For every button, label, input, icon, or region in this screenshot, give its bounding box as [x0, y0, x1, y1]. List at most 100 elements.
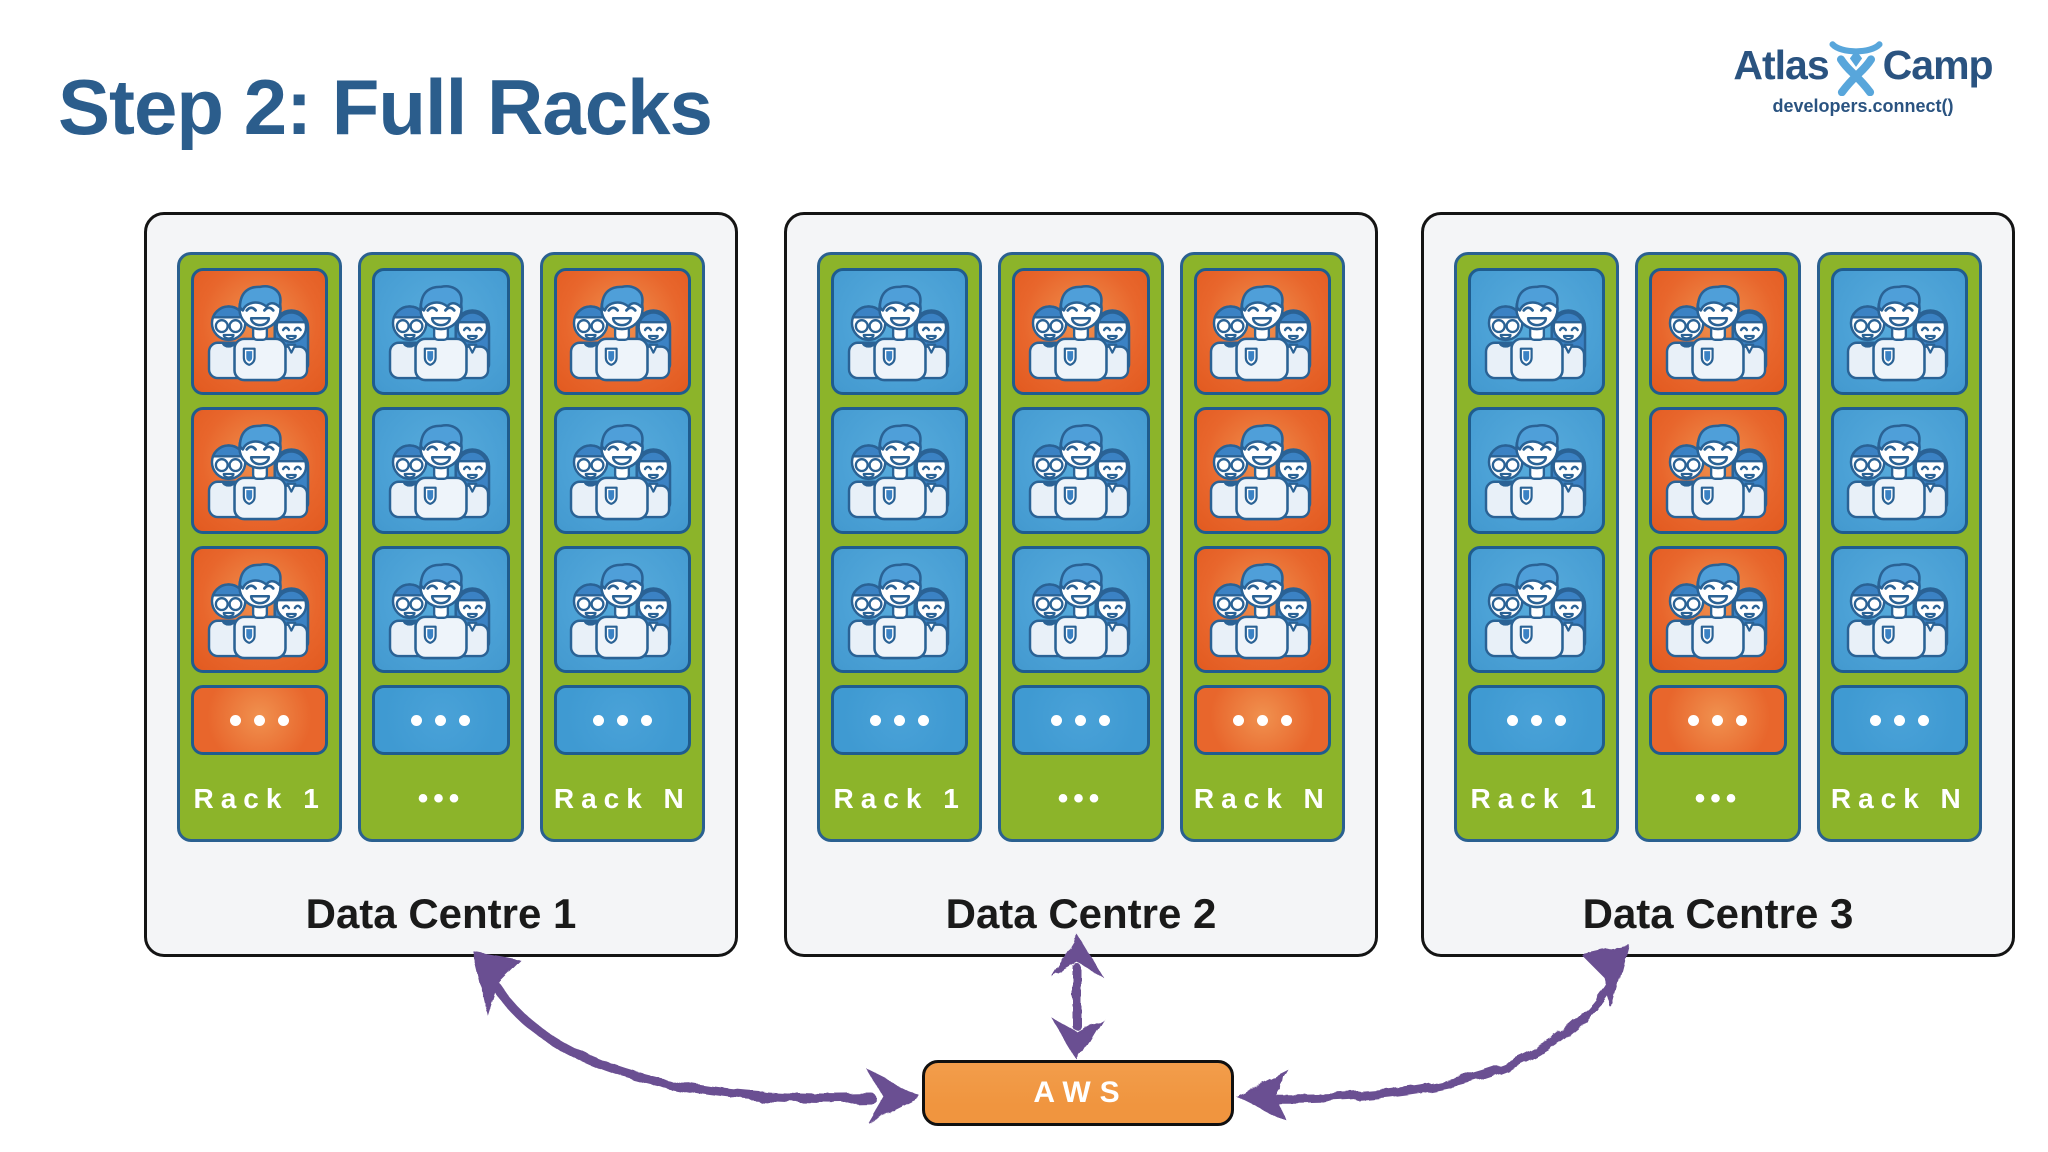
more-servers-cell [191, 685, 329, 755]
ellipsis-dots [230, 714, 242, 726]
arrowhead-up-left [472, 950, 521, 1016]
more-servers-cell [831, 685, 969, 755]
team-cell-orange [1193, 268, 1331, 395]
rack-1: Rack 1 [1454, 252, 1620, 842]
team-cell-blue [1830, 407, 1968, 534]
ellipsis-dots [640, 714, 652, 726]
three-person-team-icon [847, 423, 950, 520]
more-servers-cell [553, 685, 691, 755]
three-person-team-icon [1209, 284, 1312, 381]
ellipsis-dots [616, 714, 628, 726]
rack-label: ••• [1057, 782, 1105, 815]
rack-row: Rack 1 ••• Rack N [1454, 252, 1982, 842]
three-person-team-icon [1028, 562, 1131, 659]
three-person-team-icon [1028, 284, 1131, 381]
rack-2: ••• [998, 252, 1164, 842]
rack-row: Rack 1 ••• Rack N [177, 252, 705, 842]
team-cell-blue [1468, 546, 1606, 673]
ellipsis-dots [1099, 714, 1111, 726]
team-cell-blue [1012, 546, 1150, 673]
team-cell-orange [1649, 407, 1787, 534]
ellipsis-dots [1075, 714, 1087, 726]
rack-label: ••• [417, 782, 465, 815]
ellipsis-dots [435, 714, 447, 726]
ellipsis-dots [1507, 714, 1519, 726]
rack-label: Rack 1 [1470, 783, 1603, 814]
team-cell-blue [831, 546, 969, 673]
arrow-dc3-aws [1261, 977, 1617, 1103]
more-servers-cell [1012, 685, 1150, 755]
rack-label: ••• [1694, 782, 1742, 815]
ellipsis-dots [870, 714, 882, 726]
three-person-team-icon [569, 423, 672, 520]
ellipsis-dots [1712, 714, 1724, 726]
arrow-dc1-aws [491, 981, 877, 1104]
three-person-team-icon [1209, 423, 1312, 520]
logo-text-atlas: Atlas [1733, 41, 1829, 88]
three-person-team-icon [847, 284, 950, 381]
team-cell-orange [191, 268, 329, 395]
team-cell-blue [831, 268, 969, 395]
team-cell-orange [1649, 546, 1787, 673]
atlascamp-logo: Atlas Camp developers.connect() [1723, 34, 2003, 117]
ellipsis-dots [278, 714, 290, 726]
rack-row: Rack 1 ••• Rack N [817, 252, 1345, 842]
team-cell-blue [372, 546, 510, 673]
more-servers-cell [1193, 685, 1331, 755]
more-servers-cell [1830, 685, 1968, 755]
rack-3: Rack N [1816, 252, 1982, 842]
rack-label: Rack 1 [193, 783, 326, 814]
three-person-team-icon [1846, 423, 1949, 520]
data-centre-2: Rack 1 ••• Rack N Data Centre 2 [784, 212, 1378, 957]
ellipsis-dots [411, 714, 423, 726]
page-title: Step 2: Full Racks [58, 63, 713, 151]
more-servers-cell [1649, 685, 1787, 755]
three-person-team-icon [569, 284, 672, 381]
ellipsis-dots [1736, 714, 1748, 726]
three-person-team-icon [207, 423, 310, 520]
ellipsis-dots [459, 714, 471, 726]
rack-2: ••• [358, 252, 524, 842]
ellipsis-dots [254, 714, 266, 726]
rack-2: ••• [1635, 252, 1801, 842]
three-person-team-icon [1028, 423, 1131, 520]
data-centre-label: Data Centre 2 [945, 890, 1217, 937]
three-person-team-icon [569, 562, 672, 659]
data-centre-1: Rack 1 ••• Rack N Data Centre 1 [144, 212, 738, 957]
three-person-team-icon [1665, 562, 1768, 659]
aws-box: AWS [922, 1060, 1234, 1126]
ellipsis-dots [1051, 714, 1063, 726]
data-centre-label: Data Centre 1 [305, 890, 577, 937]
rack-label: Rack 1 [833, 783, 966, 814]
ellipsis-dots [592, 714, 604, 726]
aws-label: AWS [1033, 1076, 1129, 1109]
rack-3: Rack N [1179, 252, 1345, 842]
team-cell-blue [553, 546, 691, 673]
team-cell-orange [191, 407, 329, 534]
rack-3: Rack N [539, 252, 705, 842]
team-cell-blue [1012, 407, 1150, 534]
rack-label: Rack N [1193, 783, 1331, 814]
ellipsis-dots [1688, 714, 1700, 726]
team-cell-orange [1012, 268, 1150, 395]
rack-1: Rack 1 [177, 252, 343, 842]
team-cell-blue [1468, 407, 1606, 534]
ellipsis-dots [1555, 714, 1567, 726]
three-person-team-icon [207, 562, 310, 659]
team-cell-blue [372, 407, 510, 534]
logo-tagline: developers.connect() [1772, 96, 1954, 116]
arrowhead-left [1235, 1069, 1289, 1123]
ellipsis-dots [1256, 714, 1268, 726]
ellipsis-dots [918, 714, 930, 726]
team-cell-blue [831, 407, 969, 534]
three-person-team-icon [1665, 423, 1768, 520]
more-servers-cell [372, 685, 510, 755]
team-cell-orange [1649, 268, 1787, 395]
logo-row: Atlas Camp [1723, 34, 2003, 96]
rack-label: Rack N [553, 783, 691, 814]
ellipsis-dots [894, 714, 906, 726]
arrowhead-down [1051, 1017, 1103, 1060]
ellipsis-dots [1280, 714, 1292, 726]
